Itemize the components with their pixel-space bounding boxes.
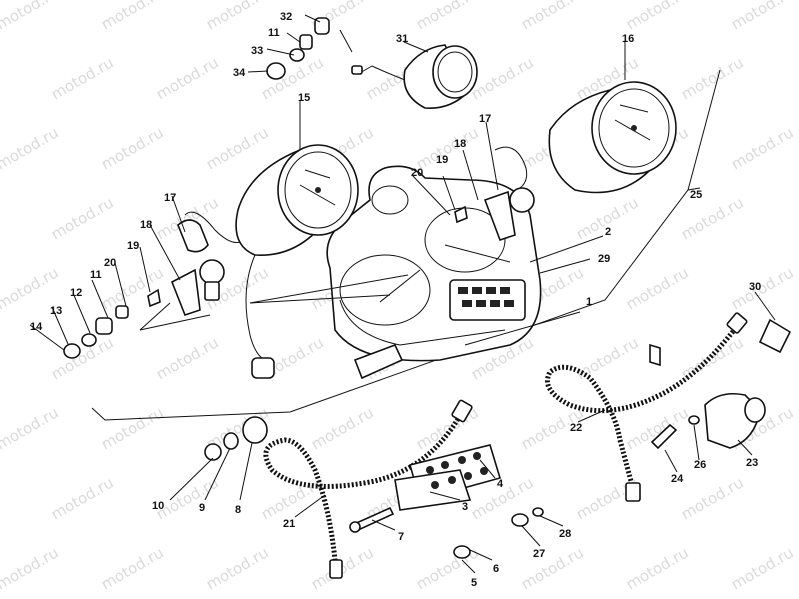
watermark-text-31: motod.ru: [98, 263, 167, 313]
callout-22: 22: [570, 422, 582, 434]
watermark-text-62: motod.ru: [203, 543, 272, 593]
watermark-text-67: motod.ru: [728, 543, 797, 593]
callout-5: 5: [471, 577, 477, 589]
callout-20-left: 20: [104, 257, 116, 269]
leader-lines: [29, 14, 776, 574]
watermark-text-66: motod.ru: [623, 543, 692, 593]
watermark-text-49: motod.ru: [413, 403, 482, 453]
instrument-housing: [326, 165, 542, 380]
callout-34: 34: [233, 67, 246, 79]
watermark-text-16: motod.ru: [98, 123, 167, 173]
drive-cables: [263, 312, 748, 579]
callout-32: 32: [280, 11, 292, 23]
watermark-text-48: motod.ru: [308, 403, 377, 453]
callout-16: 16: [622, 33, 634, 45]
callout-2: 2: [605, 226, 611, 238]
callout-9: 9: [199, 502, 205, 514]
indicator-lamp-block: [349, 444, 544, 559]
watermark-text-2: motod.ru: [203, 0, 272, 33]
callout-11-left: 11: [90, 269, 102, 281]
callout-33: 33: [251, 45, 263, 57]
watermark-text-17: motod.ru: [203, 123, 272, 173]
cable-drive-unit: [649, 318, 792, 450]
callout-26: 26: [694, 459, 706, 471]
right-gauge: [548, 81, 677, 194]
callout-28: 28: [559, 528, 571, 540]
callout-8: 8: [235, 504, 241, 516]
watermark-text-39: motod.ru: [153, 333, 222, 383]
watermark-text-43: motod.ru: [573, 333, 642, 383]
watermark-text-53: motod.ru: [48, 473, 117, 523]
callout-labels: 1 2 3 4 5 6 7 8 9 10 11 11 12 13 14 15 1…: [30, 11, 761, 589]
watermark-text-55: motod.ru: [258, 473, 327, 523]
callout-18-right: 18: [454, 138, 466, 150]
callout-4: 4: [497, 478, 504, 490]
callout-18-left: 18: [140, 219, 152, 231]
callout-23: 23: [746, 457, 758, 469]
callout-1: 1: [586, 296, 592, 308]
watermark-text-10: motod.ru: [258, 53, 327, 103]
watermark-text-59: motod.ru: [678, 473, 747, 523]
watermark-text-5: motod.ru: [518, 0, 587, 33]
watermark-text-12: motod.ru: [468, 53, 537, 103]
callout-17-left: 17: [164, 192, 176, 204]
left-gauge: [235, 144, 359, 379]
callout-3: 3: [462, 501, 468, 513]
watermark-text-61: motod.ru: [98, 543, 167, 593]
watermark-text-45: motod.ru: [0, 403, 62, 453]
watermark-text-4: motod.ru: [413, 0, 482, 33]
bulb-sockets: [170, 146, 535, 316]
callout-15: 15: [298, 92, 310, 104]
watermark-text-15: motod.ru: [0, 123, 62, 173]
watermark-text-22: motod.ru: [728, 123, 797, 173]
watermark-text-23: motod.ru: [48, 193, 117, 243]
callout-12: 12: [70, 287, 82, 299]
watermark-text-7: motod.ru: [728, 0, 797, 33]
fasteners: [63, 17, 468, 359]
callout-25: 25: [690, 189, 702, 201]
callout-24: 24: [671, 473, 684, 485]
watermark-text-46: motod.ru: [98, 403, 167, 453]
callout-10: 10: [152, 500, 164, 512]
watermark-text-0: motod.ru: [0, 0, 62, 33]
callout-13: 13: [50, 305, 62, 317]
callout-14: 14: [30, 321, 43, 333]
small-gauge: [351, 44, 478, 109]
callout-29: 29: [598, 253, 610, 265]
callout-6: 6: [493, 563, 499, 575]
callout-7: 7: [398, 531, 404, 543]
callout-30: 30: [749, 281, 761, 293]
watermark-text-37: motod.ru: [728, 263, 797, 313]
watermark-text-14: motod.ru: [678, 53, 747, 103]
watermark-text-65: motod.ru: [518, 543, 587, 593]
callout-11-top: 11: [268, 27, 280, 39]
watermark-text-6: motod.ru: [623, 0, 692, 33]
callout-20-right: 20: [411, 167, 423, 179]
watermark-text-9: motod.ru: [153, 53, 222, 103]
watermark-text-60: motod.ru: [0, 543, 62, 593]
callout-19-right: 19: [436, 154, 448, 166]
watermark-text-8: motod.ru: [48, 53, 117, 103]
watermark-text-29: motod.ru: [678, 193, 747, 243]
callout-31: 31: [396, 33, 408, 45]
callout-21: 21: [283, 518, 295, 530]
watermark-text-36: motod.ru: [623, 263, 692, 313]
callout-27: 27: [533, 548, 545, 560]
callout-17-right: 17: [479, 113, 491, 125]
watermark-text-1: motod.ru: [98, 0, 167, 33]
watermark-text-54: motod.ru: [153, 473, 222, 523]
grommet-set: [204, 416, 268, 461]
callout-19-left: 19: [127, 240, 139, 252]
